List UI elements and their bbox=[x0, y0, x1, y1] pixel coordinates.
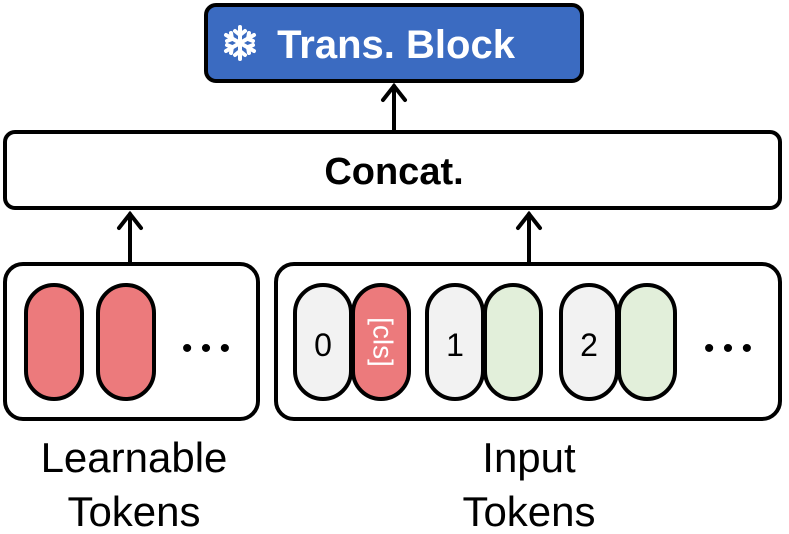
input-ellipsis: • • • bbox=[704, 332, 752, 365]
input-caption-line1: Input bbox=[482, 434, 576, 481]
concat-block: Concat. bbox=[3, 130, 782, 210]
trans-block: Trans. Block bbox=[204, 3, 584, 83]
cls-token bbox=[351, 283, 411, 401]
snowflake-icon bbox=[224, 25, 256, 61]
arrow-learnable-to-concat bbox=[117, 210, 143, 266]
arrow-concat-to-block bbox=[381, 82, 407, 134]
position-label-1: 1 bbox=[446, 327, 464, 363]
trans-block-box bbox=[204, 3, 584, 83]
input-token bbox=[483, 283, 543, 401]
learnable-token bbox=[96, 283, 156, 401]
arrow-input-to-concat bbox=[516, 210, 542, 266]
concat-label: Concat. bbox=[324, 151, 463, 193]
learnable-caption-line1: Learnable bbox=[41, 434, 228, 481]
position-label-0: 0 bbox=[314, 327, 332, 363]
input-tokens-group: 0 [cls] 1 2 • • • bbox=[274, 262, 782, 421]
learnable-token bbox=[24, 283, 84, 401]
input-caption-line2: Tokens bbox=[462, 488, 595, 534]
concat-box bbox=[3, 130, 782, 210]
trans-block-label: Trans. Block bbox=[277, 23, 516, 67]
learnable-ellipsis: • • • bbox=[182, 332, 230, 365]
learnable-caption-line2: Tokens bbox=[67, 488, 200, 534]
cls-label: [cls] bbox=[368, 317, 399, 367]
input-token bbox=[617, 283, 677, 401]
position-label-2: 2 bbox=[580, 327, 598, 363]
learnable-tokens-group: • • • bbox=[3, 262, 260, 421]
